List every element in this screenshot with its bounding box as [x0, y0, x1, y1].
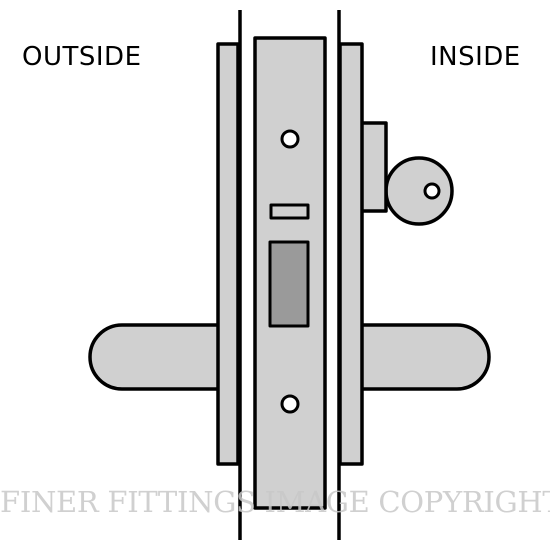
inside-lever-handle — [350, 323, 491, 391]
deadbolt — [268, 240, 310, 328]
top-screw-hole-icon — [280, 129, 300, 149]
outside-escutcheon-plate — [216, 42, 240, 466]
keyhole-icon — [423, 182, 441, 200]
key-cylinder-knob — [384, 156, 454, 226]
copyright-watermark: FINER FITTINGS IMAGE COPYRIGHT — [0, 485, 550, 519]
latch-slot — [269, 203, 310, 220]
cylinder-housing — [358, 121, 388, 213]
inside-label: INSIDE — [430, 42, 521, 72]
outside-label: OUTSIDE — [22, 42, 142, 72]
inside-escutcheon-plate — [338, 42, 364, 466]
outside-lever-handle — [88, 323, 228, 391]
bottom-screw-hole-icon — [280, 394, 300, 414]
